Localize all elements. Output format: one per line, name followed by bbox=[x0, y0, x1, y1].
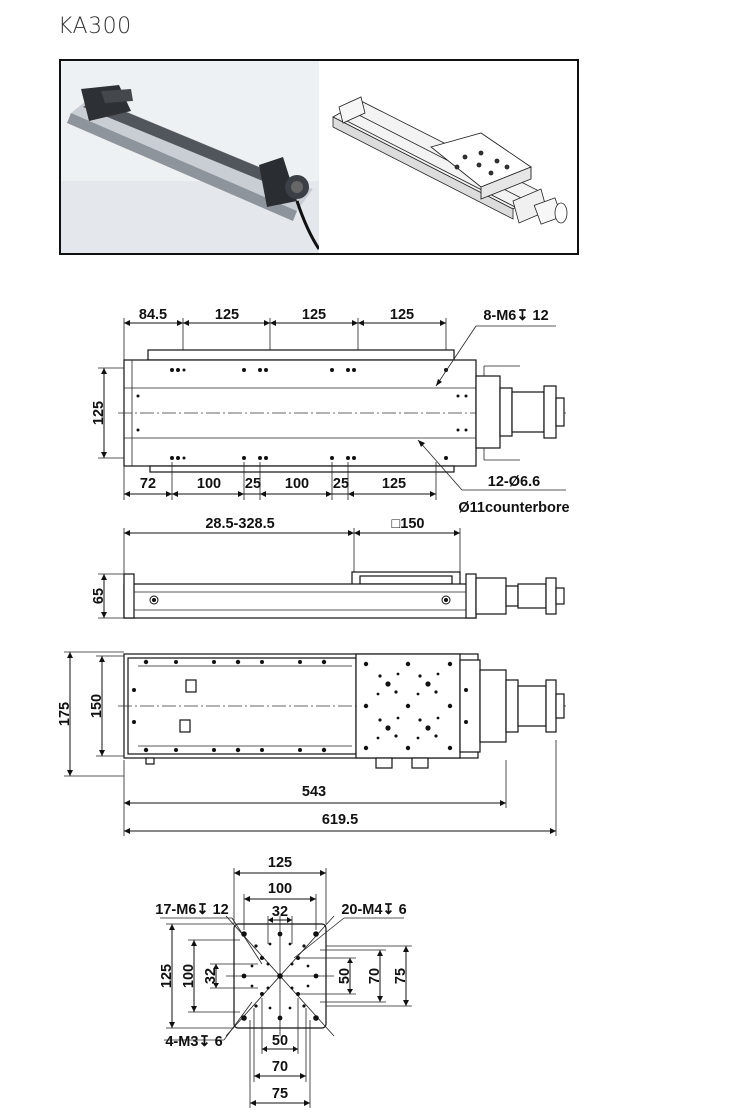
plan-view: 175 150 543 619.5 bbox=[57, 651, 566, 836]
dim-length-543: 543 bbox=[302, 784, 326, 800]
carriage-dim-125: 125 bbox=[268, 855, 292, 871]
carriage-dim-h32: 32 bbox=[203, 968, 219, 984]
dim-top-125-a: 125 bbox=[215, 307, 239, 323]
dim-height-125: 125 bbox=[91, 401, 107, 425]
carriage-dim-h75: 75 bbox=[393, 968, 409, 984]
dim-bottom-100-a: 100 bbox=[197, 476, 221, 492]
callout-20-m4: 20-M4↧ 6 bbox=[341, 902, 406, 918]
top-view: 84.5 125 125 125 bbox=[91, 307, 570, 516]
dim-height-175: 175 bbox=[57, 702, 73, 726]
callout-17-m6: 17-M6↧ 12 bbox=[155, 902, 228, 918]
dim-top-125-b: 125 bbox=[302, 307, 326, 323]
carriage-dim-h100: 100 bbox=[181, 964, 197, 988]
dim-length-619-5: 619.5 bbox=[322, 812, 358, 828]
carriage-dim-100: 100 bbox=[268, 881, 292, 897]
carriage-detail: 125 100 32 17-M6↧ 12 20-M4↧ 6 4-M3↧ 6 bbox=[155, 855, 412, 1108]
dim-bottom-100-b: 100 bbox=[285, 476, 309, 492]
carriage-dim-32: 32 bbox=[272, 904, 288, 920]
callout-counterbore: Ø11counterbore bbox=[458, 500, 569, 516]
dim-bottom-25-a: 25 bbox=[245, 476, 261, 492]
product-images bbox=[61, 61, 577, 253]
dim-top-84-5: 84.5 bbox=[139, 307, 167, 323]
carriage-dim-h125: 125 bbox=[159, 964, 175, 988]
carriage-dim-b70: 70 bbox=[272, 1059, 288, 1075]
dim-height-150: 150 bbox=[89, 694, 105, 718]
dim-bottom-25-b: 25 bbox=[333, 476, 349, 492]
dim-stroke: 28.5-328.5 bbox=[205, 516, 274, 532]
carriage-dim-b50: 50 bbox=[272, 1033, 288, 1049]
callout-8-m6: 8-M6↧ 12 bbox=[483, 308, 548, 324]
dim-bottom-72: 72 bbox=[140, 476, 156, 492]
model-title: KA300 bbox=[58, 14, 132, 39]
3d-render bbox=[319, 61, 577, 253]
carriage-dim-h50: 50 bbox=[337, 968, 353, 984]
dim-carriage-150: □150 bbox=[392, 516, 425, 532]
callout-4-m3: 4-M3↧ 6 bbox=[165, 1034, 222, 1050]
dim-bottom-125: 125 bbox=[382, 476, 406, 492]
side-view: 28.5-328.5 □150 65 bbox=[91, 516, 565, 619]
callout-12-hole: 12-Ø6.6 bbox=[488, 474, 540, 490]
carriage-dim-h70: 70 bbox=[367, 968, 383, 984]
product-photo bbox=[61, 61, 321, 253]
carriage-dim-b75: 75 bbox=[272, 1086, 288, 1102]
dim-top-125-c: 125 bbox=[390, 307, 414, 323]
dim-height-65: 65 bbox=[91, 588, 107, 604]
product-photo-frame bbox=[59, 59, 579, 255]
